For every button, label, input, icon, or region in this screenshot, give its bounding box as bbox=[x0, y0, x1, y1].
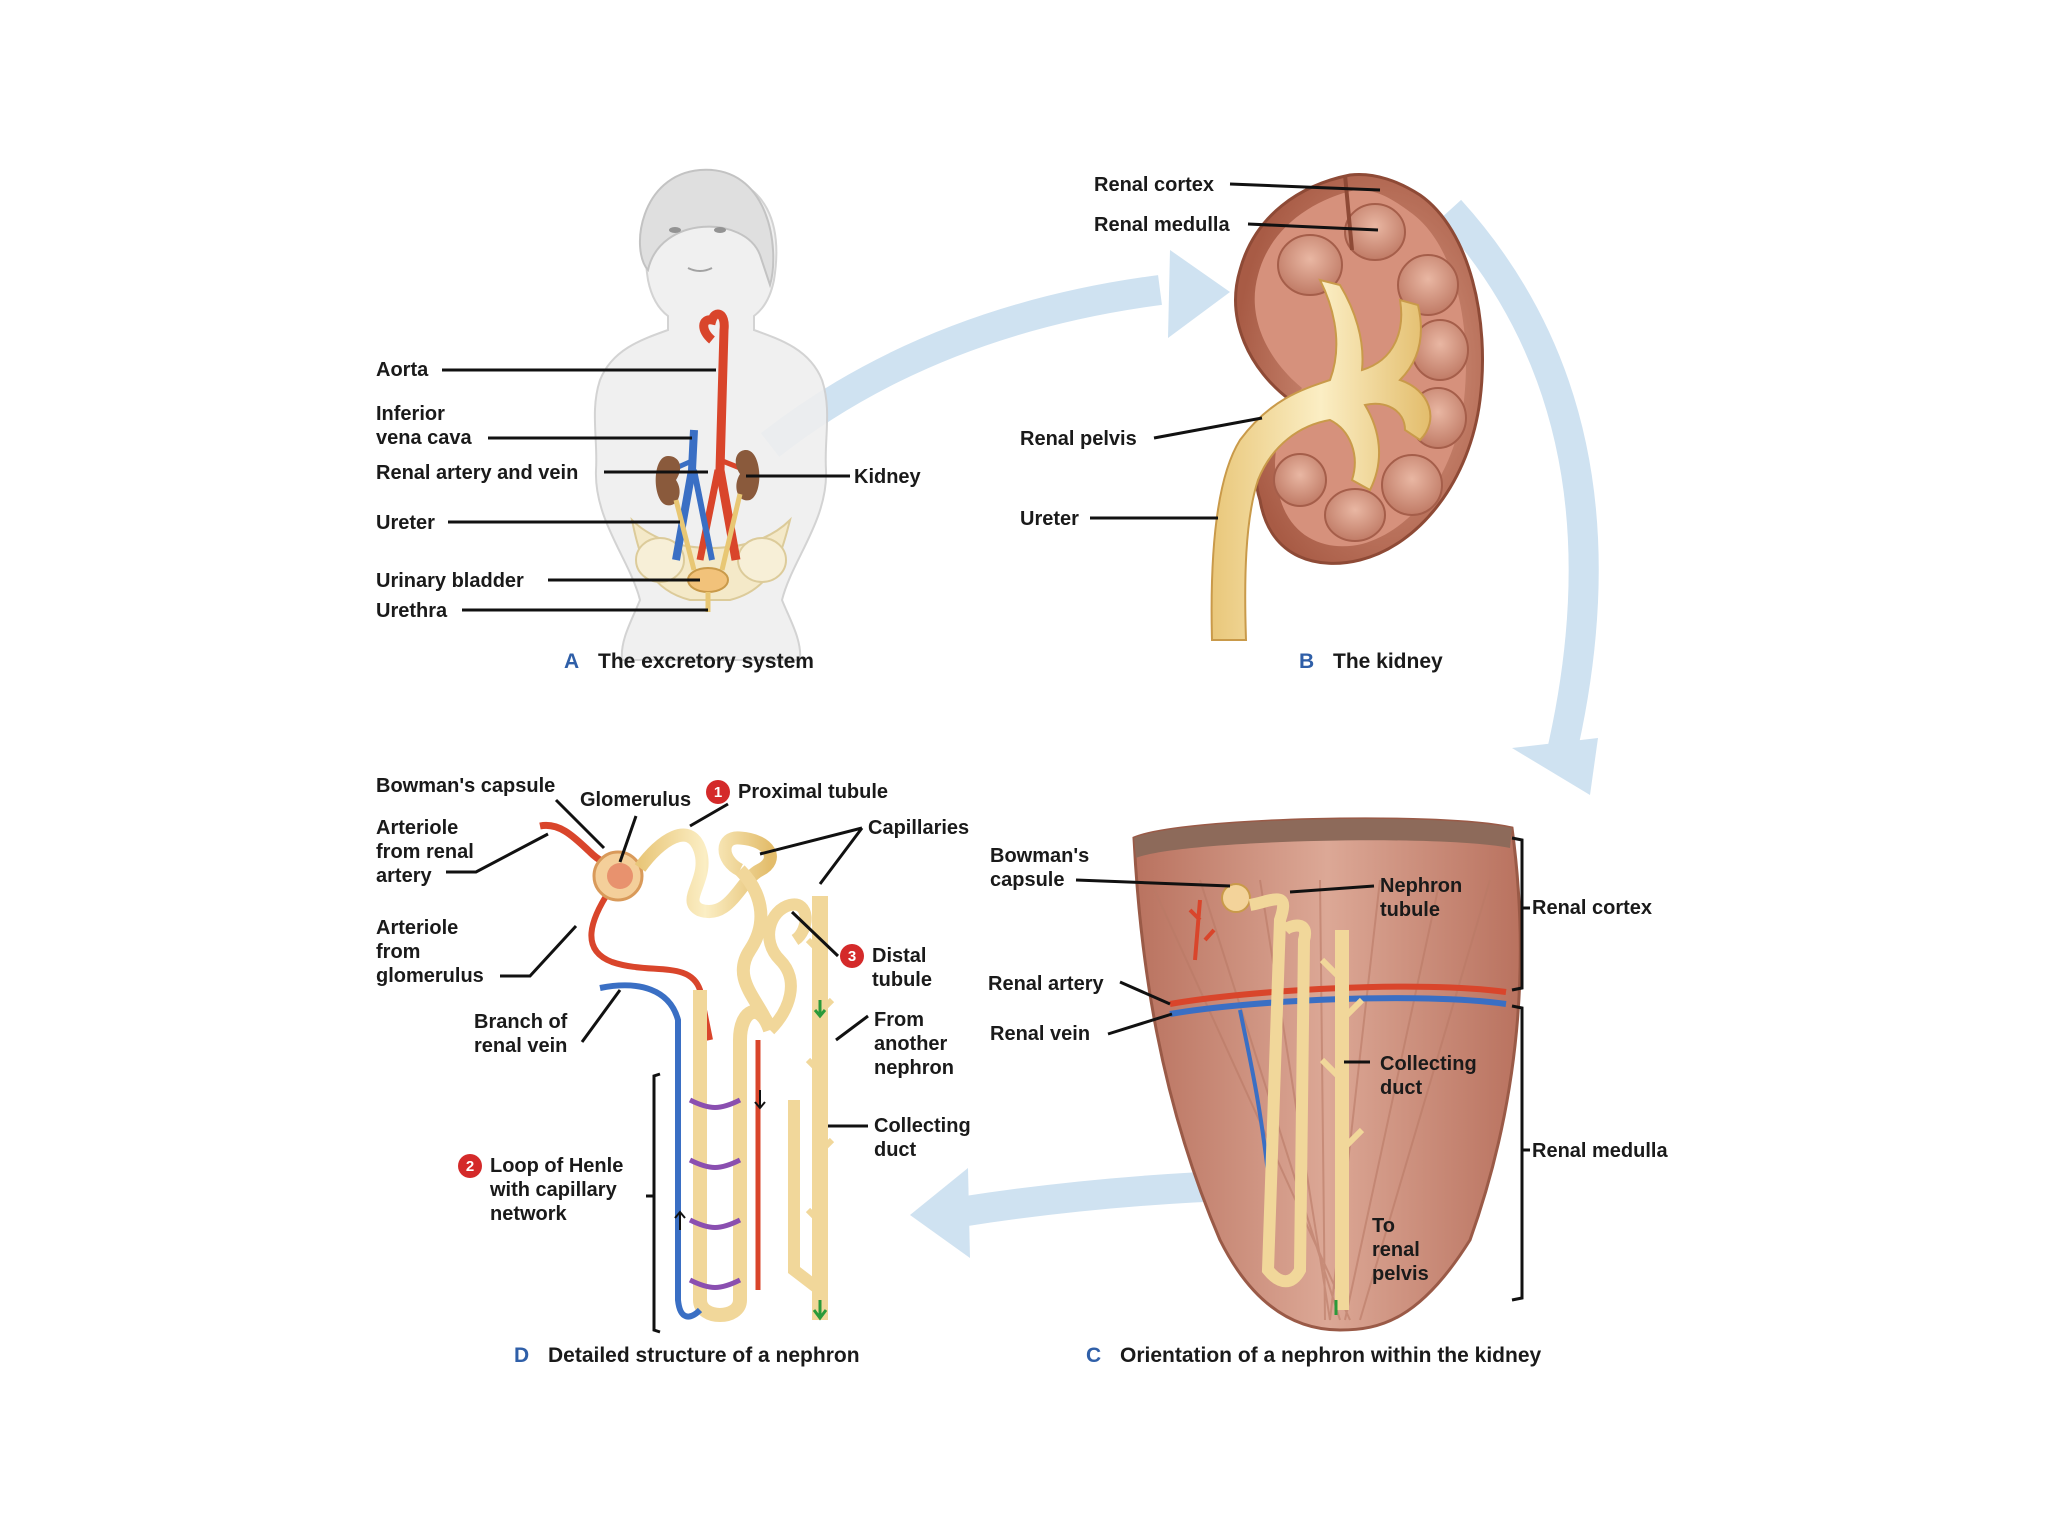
label-bowman-c-1: Bowman's bbox=[990, 845, 1089, 867]
label-nephron-c-2: tubule bbox=[1380, 899, 1440, 921]
bracket-loop-of-henle bbox=[646, 1074, 660, 1332]
label-urinary-bladder: Urinary bladder bbox=[376, 570, 524, 592]
label-to-pelvis-3: pelvis bbox=[1372, 1263, 1429, 1285]
label-renal-medulla-c: Renal medulla bbox=[1532, 1140, 1668, 1162]
leader-from-another-d bbox=[836, 1016, 868, 1040]
label-branch-vein-d-2: renal vein bbox=[474, 1035, 567, 1057]
label-bowman-d: Bowman's capsule bbox=[376, 775, 555, 797]
flow-arrow-a-to-b-head bbox=[1168, 250, 1230, 338]
label-distal-d-1: Distal bbox=[872, 945, 926, 967]
panel-d-nephron-detail: Bowman's capsule Glomerulus 1 Proximal t… bbox=[376, 775, 971, 1367]
label-renal-medulla-b: Renal medulla bbox=[1094, 214, 1230, 236]
leader-branch-vein-d bbox=[582, 990, 620, 1042]
leader-arteriole-glom-d bbox=[500, 926, 576, 976]
label-kidney: Kidney bbox=[854, 466, 922, 488]
label-arteriole-glom-d-1: Arteriole bbox=[376, 917, 458, 939]
flow-arrow-b-to-c-head bbox=[1512, 738, 1598, 795]
label-arteriole-d-3: artery bbox=[376, 865, 432, 887]
label-renal-vein-c: Renal vein bbox=[990, 1023, 1090, 1045]
label-distal-d-2: tubule bbox=[872, 969, 932, 991]
label-renal-artery-c: Renal artery bbox=[988, 973, 1104, 995]
nephron-illustration bbox=[540, 825, 832, 1320]
label-proximal-d: Proximal tubule bbox=[738, 781, 888, 803]
label-renal-pelvis: Renal pelvis bbox=[1020, 428, 1137, 450]
label-to-pelvis-2: renal bbox=[1372, 1239, 1420, 1261]
label-loop-d-1: Loop of Henle bbox=[490, 1155, 623, 1177]
caption-a: The excretory system bbox=[598, 650, 814, 673]
flow-arrow-a-to-b bbox=[770, 290, 1160, 445]
label-arteriole-d-1: Arteriole bbox=[376, 817, 458, 839]
label-collecting-d-1: Collecting bbox=[874, 1115, 971, 1137]
caption-a-letter: A bbox=[564, 650, 579, 673]
label-ivc-line2: vena cava bbox=[376, 427, 473, 449]
label-loop-d-3: network bbox=[490, 1203, 568, 1225]
label-arteriole-glom-d-3: glomerulus bbox=[376, 965, 484, 987]
caption-c: Orientation of a nephron within the kidn… bbox=[1120, 1344, 1542, 1367]
label-collecting-c-1: Collecting bbox=[1380, 1053, 1477, 1075]
label-renal-cortex-b: Renal cortex bbox=[1094, 174, 1214, 196]
panel-a-excretory-system: Aorta Inferior vena cava Renal artery an… bbox=[376, 170, 922, 673]
label-from-another-d-2: another bbox=[874, 1033, 948, 1055]
label-arteriole-glom-d-2: from bbox=[376, 941, 420, 963]
renal-vein-branch-d bbox=[600, 985, 700, 1316]
flow-arrow-c-to-d-head bbox=[910, 1168, 970, 1258]
label-to-pelvis-1: To bbox=[1372, 1215, 1395, 1237]
label-renal-artery-vein: Renal artery and vein bbox=[376, 462, 578, 484]
label-ureter-a: Ureter bbox=[376, 512, 435, 534]
caption-b-letter: B bbox=[1299, 650, 1314, 673]
caption-d-letter: D bbox=[514, 1344, 529, 1367]
label-nephron-c-1: Nephron bbox=[1380, 875, 1462, 897]
label-from-another-d-1: From bbox=[874, 1009, 924, 1031]
label-urethra: Urethra bbox=[376, 600, 448, 622]
label-arteriole-d-2: from renal bbox=[376, 841, 474, 863]
caption-c-letter: C bbox=[1086, 1344, 1101, 1367]
panel-c-nephron-orientation: Bowman's capsule Nephron tubule Renal co… bbox=[988, 819, 1668, 1367]
label-glomerulus-d: Glomerulus bbox=[580, 789, 691, 811]
distal-tubule-d bbox=[769, 904, 806, 1030]
label-ivc-line1: Inferior bbox=[376, 403, 445, 425]
label-capillaries-d: Capillaries bbox=[868, 817, 969, 839]
step-1-number: 1 bbox=[714, 784, 722, 801]
panel-b-kidney: Renal cortex Renal medulla Renal pelvis … bbox=[1020, 174, 1483, 673]
caption-b: The kidney bbox=[1333, 650, 1443, 673]
label-from-another-d-3: nephron bbox=[874, 1057, 954, 1079]
label-bowman-c-2: capsule bbox=[990, 869, 1064, 891]
step-2-number: 2 bbox=[466, 1158, 474, 1175]
label-ureter-b: Ureter bbox=[1020, 508, 1079, 530]
label-collecting-c-2: duct bbox=[1380, 1077, 1423, 1099]
label-collecting-d-2: duct bbox=[874, 1139, 917, 1161]
step-3-number: 3 bbox=[848, 948, 856, 965]
label-branch-vein-d-1: Branch of bbox=[474, 1011, 568, 1033]
label-renal-cortex-c: Renal cortex bbox=[1532, 897, 1652, 919]
leader-proximal-d bbox=[690, 804, 728, 826]
caption-d: Detailed structure of a nephron bbox=[548, 1344, 860, 1367]
label-aorta: Aorta bbox=[376, 359, 429, 381]
kidney-cross-section bbox=[1212, 174, 1483, 640]
label-loop-d-2: with capillary bbox=[489, 1179, 618, 1201]
